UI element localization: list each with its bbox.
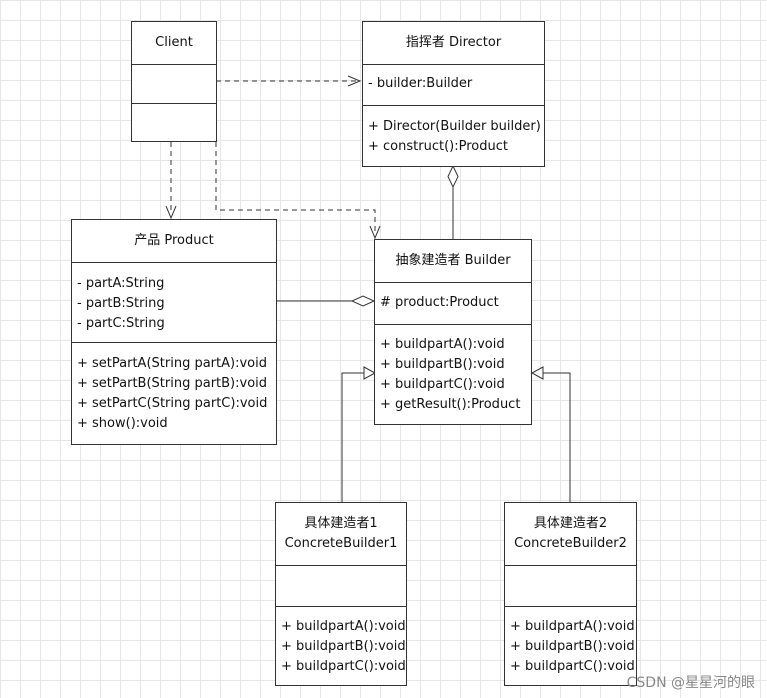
operation-line: + buildpartB():void — [380, 357, 505, 372]
generalization-triangle-left — [363, 366, 377, 380]
class-attributes-compartment — [505, 565, 636, 606]
aggregation-diamond-director — [447, 164, 459, 189]
class-title-compartment: 指挥者 Director — [363, 22, 544, 64]
attribute-line: - builder:Builder — [368, 76, 473, 91]
watermark: CSDN @星星河的眼 — [626, 675, 755, 691]
class-title-compartment: Client — [132, 22, 216, 64]
class-operations-compartment — [132, 103, 216, 141]
operation-line: + buildpartA():void — [380, 337, 505, 352]
class-operations-compartment: + buildpartA():void + buildpartB():void + … — [276, 606, 406, 685]
class-title-line: 抽象建造者 Builder — [395, 253, 511, 268]
class-title-line: 具体建造者2 — [533, 516, 608, 531]
operation-line: + buildpartB():void — [281, 639, 406, 654]
attribute-line: - partB:String — [77, 296, 165, 311]
class-attributes-compartment — [132, 64, 216, 103]
generalization-triangle-right — [530, 366, 544, 380]
class-title-line: ConcreteBuilder1 — [284, 536, 398, 551]
operation-line: + Director(Builder builder) — [368, 119, 541, 134]
arrowhead-product — [165, 205, 177, 220]
class-title-compartment: 产品 Product — [72, 220, 276, 262]
class-operations-compartment: + setPartA(String partA):void + setPartB(… — [72, 342, 276, 444]
class-director[interactable]: 指挥者 Director - builder:Builder + Directo… — [362, 21, 545, 167]
class-title-line: Client — [155, 35, 193, 50]
class-attributes-compartment: # product:Product — [375, 282, 531, 324]
operation-line: + getResult():Product — [380, 397, 521, 412]
class-operations-compartment: + buildpartA():void + buildpartB():void + … — [505, 606, 636, 685]
operation-line: + setPartA(String partA):void — [77, 356, 267, 371]
class-builder[interactable]: 抽象建造者 Builder # product:Product + buildp… — [374, 239, 532, 425]
attribute-line: - partC:String — [77, 316, 165, 331]
attribute-line: - partA:String — [77, 276, 165, 291]
operation-line: + setPartB(String partB):void — [77, 376, 268, 391]
operation-line: + buildpartC():void — [281, 659, 406, 674]
class-operations-compartment: + Director(Builder builder) + construct()… — [363, 105, 544, 166]
attribute-line: # product:Product — [380, 295, 499, 310]
class-attributes-compartment: - builder:Builder — [363, 64, 544, 105]
class-client[interactable]: Client — [131, 21, 217, 142]
class-title-line: 具体建造者1 — [304, 516, 378, 531]
operation-line: + buildpartC():void — [380, 377, 505, 392]
class-title-line: 产品 Product — [134, 233, 214, 248]
aggregation-diamond-builder — [350, 295, 376, 307]
operation-line: + buildpartB():void — [510, 639, 635, 654]
operation-line: + setPartC(String partC):void — [77, 396, 268, 411]
class-attributes-compartment: - partA:String - partB:String - partC:Stri… — [72, 262, 276, 342]
class-product[interactable]: 产品 Product - partA:String- partB:String-… — [71, 219, 277, 445]
class-title-line: ConcreteBuilder2 — [514, 536, 627, 551]
class-operations-compartment: + buildpartA():void + buildpartB():void + … — [375, 324, 531, 424]
arrowhead-builder — [369, 225, 381, 240]
operation-line: + buildpartA():void — [281, 619, 406, 634]
class-attributes-compartment — [276, 565, 406, 606]
dependency-client-builder — [215, 142, 376, 233]
generalization-concrete2 — [543, 372, 571, 502]
operation-line: + construct():Product — [368, 139, 508, 154]
class-title-line: 指挥者 Director — [405, 35, 502, 50]
operation-line: + show():void — [77, 416, 168, 431]
class-title-compartment: 抽象建造者 Builder — [375, 240, 531, 282]
generalization-concrete1 — [341, 372, 364, 502]
operation-line: + buildpartA():void — [510, 619, 635, 634]
arrowhead-director — [347, 75, 362, 87]
operation-line: + buildpartC():void — [510, 659, 635, 674]
